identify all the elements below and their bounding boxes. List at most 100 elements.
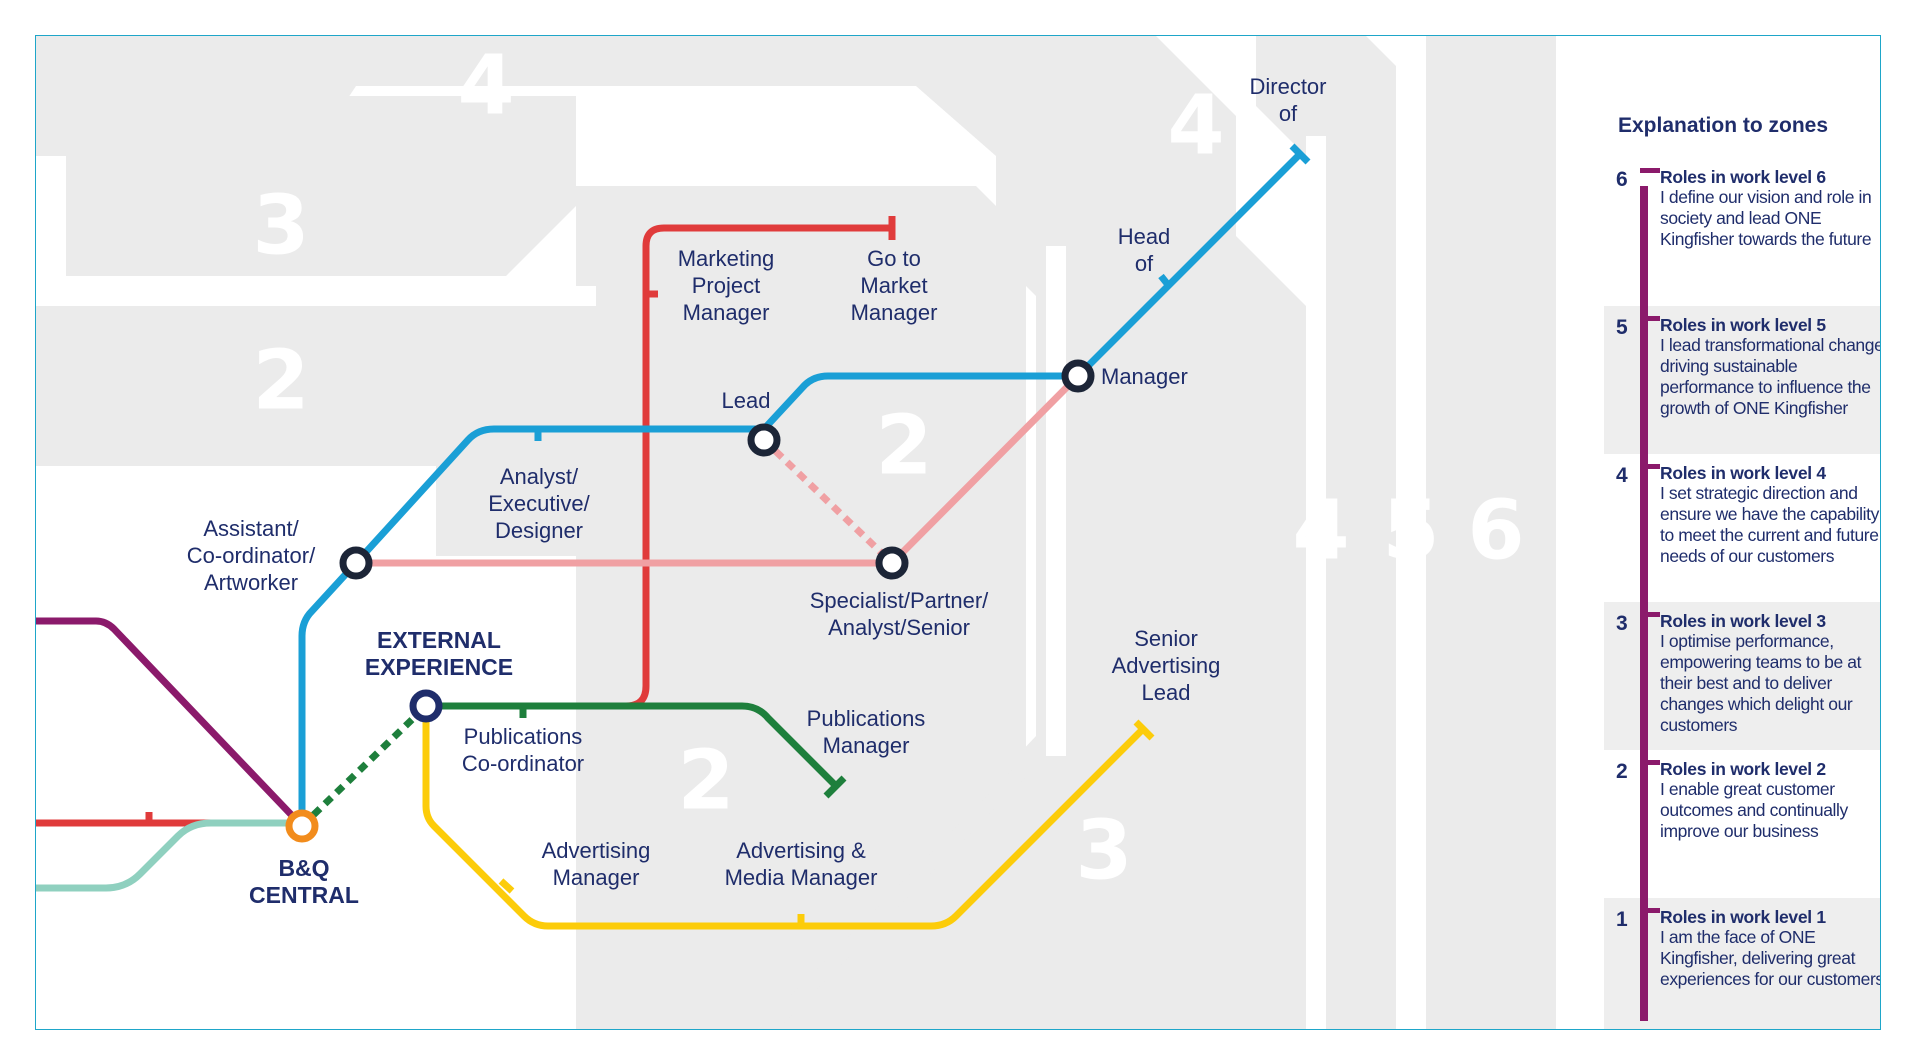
label-line: Designer [495, 518, 583, 543]
level-description: I am the face of ONE Kingfisher, deliver… [1660, 927, 1881, 989]
zone-number: 4 [1167, 78, 1224, 173]
level-bar [1640, 186, 1648, 1021]
label-line: Co-ordinator [462, 751, 584, 776]
level-description: I define our vision and role in society … [1660, 187, 1872, 249]
zone-3-right [777, 296, 1286, 1029]
label-line: Manager [851, 300, 938, 325]
label-line: Manager [823, 733, 910, 758]
zone-number: 3 [877, 78, 934, 173]
career-lines [36, 143, 1311, 930]
label-assistant: Assistant/Co-ordinator/Artworker [187, 516, 316, 595]
label-line: of [1279, 101, 1298, 126]
level-tick [1640, 760, 1660, 765]
zone-1-shape [36, 556, 576, 1029]
zone-number: 2 [252, 333, 309, 428]
label-line: Senior [1134, 626, 1198, 651]
label-line: EXPERIENCE [365, 654, 513, 680]
blue-line[interactable] [298, 151, 1303, 826]
label-line: Analyst/ [500, 464, 579, 489]
zone-numbers: 4 3 4 3 2 2 1 2 3 4 5 6 [220, 38, 1524, 898]
station-assistant[interactable] [339, 546, 373, 580]
station-manager[interactable] [1061, 359, 1095, 393]
level-heading: Roles in work level 6 [1660, 167, 1826, 187]
station-bq-central[interactable] [285, 809, 319, 843]
label-line: CENTRAL [249, 882, 359, 908]
zone-number: 2 [875, 398, 932, 493]
green-line[interactable] [426, 702, 839, 789]
label-line: Assistant/ [203, 516, 299, 541]
mint-line[interactable] [36, 819, 302, 892]
label-specialist: Specialist/Partner/Analyst/Senior [810, 588, 989, 640]
label-line: Specialist/Partner/ [810, 588, 989, 613]
station-external-experience[interactable] [409, 689, 443, 723]
label-line: of [1135, 251, 1154, 276]
level-heading: Roles in work level 3 [1660, 611, 1826, 631]
zone-3-upper [36, 36, 576, 276]
zone-1-area [36, 556, 576, 1029]
zone-number: 4 [1292, 483, 1349, 578]
level-tick [1640, 908, 1660, 913]
level-description: I lead transformational change, driving … [1660, 335, 1881, 418]
purple-line[interactable] [36, 617, 305, 829]
label-line: Advertising [542, 838, 651, 863]
zone-2-center [436, 186, 1026, 1029]
level-number: 2 [1616, 760, 1628, 783]
label-line: Head [1118, 224, 1171, 249]
level-heading: Roles in work level 4 [1660, 463, 1826, 483]
level-description: I enable great customer outcomes and con… [1660, 779, 1848, 841]
label-manager: Manager [1101, 364, 1188, 389]
level-heading: Roles in work level 2 [1660, 759, 1826, 779]
stations [285, 359, 1095, 843]
yellow-line-stubs [498, 719, 1155, 926]
zone-5-band [1256, 36, 1436, 1029]
pink-dotted-line[interactable] [761, 437, 895, 566]
label-line: B&Q [278, 855, 329, 881]
label-line: Executive/ [488, 491, 590, 516]
yellow-line[interactable] [422, 706, 1147, 930]
label-line: Manager [683, 300, 770, 325]
label-line: Advertising & [736, 838, 866, 863]
label-line: Co-ordinator/ [187, 543, 316, 568]
career-map-frame: 4 3 4 3 2 2 1 2 3 4 5 6 [35, 35, 1881, 1030]
zone-gap-inner [1046, 246, 1066, 756]
label-line: Media Manager [725, 865, 878, 890]
station-specialist[interactable] [875, 546, 909, 580]
level-description: I optimise performance, empowering teams… [1660, 631, 1862, 735]
level-description: I set strategic direction and ensure we … [1660, 483, 1879, 566]
career-path-map: 4 3 4 3 2 2 1 2 3 4 5 6 [36, 36, 1556, 1029]
blue-line-stubs [534, 143, 1311, 441]
label-line: Market [860, 273, 927, 298]
level-heading: Roles in work level 1 [1660, 907, 1826, 927]
label-line: Marketing [678, 246, 775, 271]
label-lead: Lead [722, 388, 771, 413]
level-number: 1 [1616, 908, 1628, 931]
green-dotted-line[interactable] [299, 703, 429, 829]
station-lead[interactable] [747, 423, 781, 457]
level-number: 3 [1616, 612, 1628, 635]
red-line-stub [145, 216, 896, 823]
zone-number: 3 [252, 178, 309, 273]
level-tick [1640, 316, 1660, 321]
level-tick [1640, 612, 1660, 617]
zone-number: 5 [1382, 483, 1439, 578]
zone-gap-right [1306, 136, 1326, 1029]
label-line: Publications [807, 706, 926, 731]
label-line: Advertising [1112, 653, 1221, 678]
label-line: Project [692, 273, 760, 298]
label-line: Lead [722, 388, 771, 413]
level-number: 4 [1616, 464, 1628, 487]
level-number: 6 [1616, 168, 1628, 191]
